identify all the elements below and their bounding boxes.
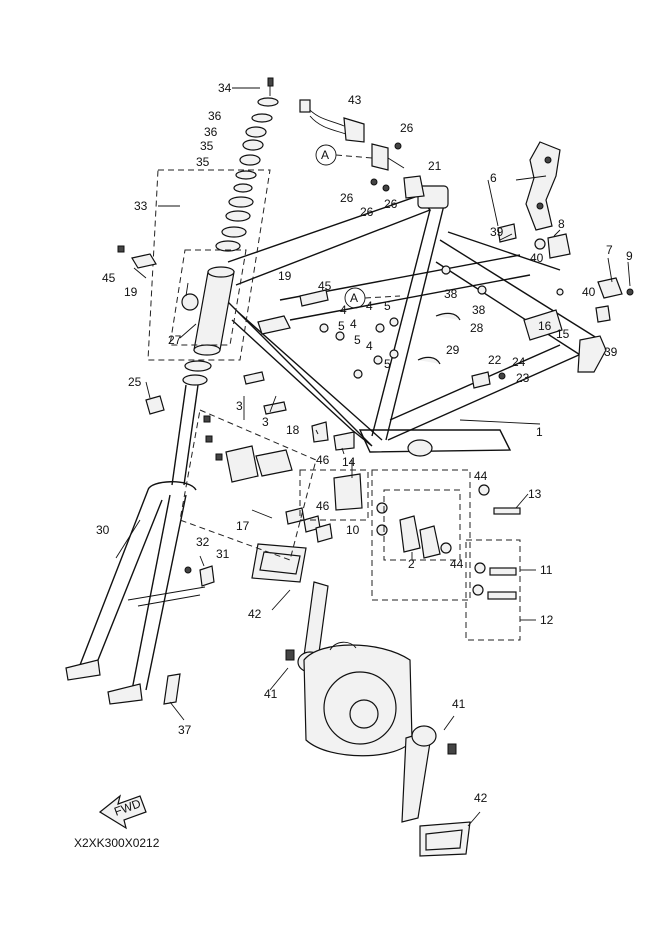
callout-7: 7 bbox=[606, 243, 613, 257]
callout-13: 13 bbox=[528, 487, 542, 501]
callout-15: 15 bbox=[556, 327, 570, 341]
front-fork bbox=[65, 384, 206, 705]
callout-9: 9 bbox=[626, 249, 633, 263]
callout-30: 30 bbox=[96, 523, 110, 537]
callout-23: 23 bbox=[516, 371, 530, 385]
callout-A-2: A bbox=[350, 291, 358, 305]
callout-5d: 5 bbox=[384, 357, 391, 371]
callout-34: 34 bbox=[218, 81, 232, 95]
diagram-code: X2XK300X0212 bbox=[74, 836, 160, 850]
callout-24: 24 bbox=[512, 355, 526, 369]
rear-bracket bbox=[525, 141, 561, 231]
callout-16: 16 bbox=[538, 319, 552, 333]
callout-17: 17 bbox=[236, 519, 250, 533]
axle-hardware bbox=[179, 409, 521, 641]
headset-stack bbox=[147, 77, 279, 386]
callout-19a: 19 bbox=[278, 269, 292, 283]
callout-31: 31 bbox=[216, 547, 230, 561]
callout-43: 43 bbox=[348, 93, 362, 107]
callout-41a: 41 bbox=[264, 687, 278, 701]
drive-unit bbox=[251, 543, 471, 857]
callout-40a: 40 bbox=[530, 251, 544, 265]
callout-40b: 40 bbox=[582, 285, 596, 299]
callout-6: 6 bbox=[490, 171, 497, 185]
callout-14: 14 bbox=[342, 455, 356, 469]
callout-18: 18 bbox=[286, 423, 300, 437]
callout-22: 22 bbox=[488, 353, 502, 367]
callout-46b: 46 bbox=[316, 499, 330, 513]
fwd-arrow: FWD bbox=[98, 794, 147, 830]
callout-3b: 3 bbox=[262, 415, 269, 429]
callout-33: 33 bbox=[134, 199, 148, 213]
callout-44b: 44 bbox=[450, 557, 464, 571]
callout-labels: 1 2 3 3 4 4 4 4 5 5 5 5 6 7 8 9 10 11 12… bbox=[96, 81, 633, 805]
callout-45a: 45 bbox=[102, 271, 116, 285]
callout-3a: 3 bbox=[236, 399, 243, 413]
callout-42a: 42 bbox=[248, 607, 262, 621]
callout-39a: 39 bbox=[490, 225, 504, 239]
callout-39b: 39 bbox=[604, 345, 618, 359]
callout-10: 10 bbox=[346, 523, 360, 537]
callout-4a: 4 bbox=[366, 299, 373, 313]
wiring-harness bbox=[299, 99, 425, 199]
callout-46a: 46 bbox=[316, 453, 330, 467]
callout-44a: 44 bbox=[474, 469, 488, 483]
callout-38a: 38 bbox=[444, 287, 458, 301]
callout-28: 28 bbox=[470, 321, 484, 335]
callout-4d: 4 bbox=[366, 339, 373, 353]
small-hardware bbox=[117, 223, 634, 705]
callout-5c: 5 bbox=[354, 333, 361, 347]
callout-5a: 5 bbox=[384, 299, 391, 313]
callout-4b: 4 bbox=[340, 303, 347, 317]
callout-36a: 36 bbox=[208, 109, 222, 123]
callout-4c: 4 bbox=[350, 317, 357, 331]
callout-26a: 26 bbox=[400, 121, 414, 135]
callout-41b: 41 bbox=[452, 697, 466, 711]
callout-29: 29 bbox=[446, 343, 460, 357]
callout-A-1: A bbox=[321, 148, 329, 162]
callout-8: 8 bbox=[558, 217, 565, 231]
callout-36b: 36 bbox=[204, 125, 218, 139]
callout-37: 37 bbox=[178, 723, 192, 737]
callout-12: 12 bbox=[540, 613, 554, 627]
callout-35b: 35 bbox=[196, 155, 210, 169]
callout-26d: 26 bbox=[384, 197, 398, 211]
callout-38b: 38 bbox=[472, 303, 486, 317]
callout-26c: 26 bbox=[360, 205, 374, 219]
callout-5b: 5 bbox=[338, 319, 345, 333]
callout-19b: 19 bbox=[124, 285, 138, 299]
callout-11: 11 bbox=[540, 563, 553, 577]
callout-21: 21 bbox=[428, 159, 442, 173]
callout-42b: 42 bbox=[474, 791, 488, 805]
callout-32: 32 bbox=[196, 535, 210, 549]
callout-25: 25 bbox=[128, 375, 142, 389]
callout-1: 1 bbox=[536, 425, 543, 439]
callout-27: 27 bbox=[168, 333, 182, 347]
callout-45b: 45 bbox=[318, 279, 332, 293]
leader-lines bbox=[115, 87, 631, 827]
callout-26b: 26 bbox=[340, 191, 354, 205]
callout-2: 2 bbox=[408, 557, 415, 571]
callout-35a: 35 bbox=[200, 139, 214, 153]
